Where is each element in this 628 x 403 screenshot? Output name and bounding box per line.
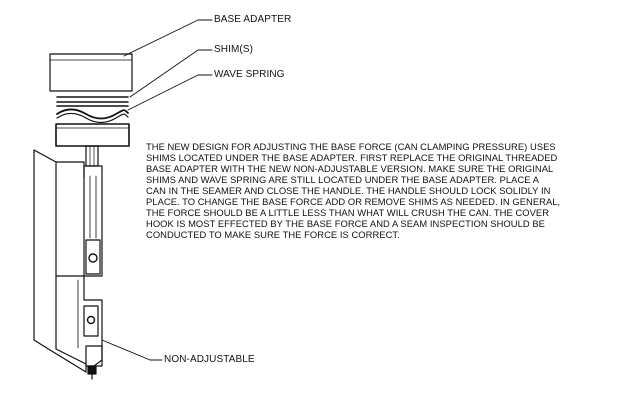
note-line: PLACE. TO CHANGE THE BASE FORCE ADD OR R… — [146, 196, 561, 207]
note-line: SHIMS AND WAVE SPRING ARE STILL LOCATED … — [146, 174, 540, 185]
note-line: HOOK IS MOST EFFECTED BY THE BASE FORCE … — [146, 218, 545, 229]
note-line: BASE ADAPTER WITH THE NEW NON-ADJUSTABLE… — [146, 163, 554, 174]
label-non-adjustable: NON-ADJUSTABLE — [164, 354, 255, 365]
wave-spring-part — [56, 108, 129, 120]
note-line: CONDUCTED TO MAKE SURE THE FORCE IS CORR… — [146, 229, 400, 240]
label-shims: SHIM(S) — [214, 44, 254, 55]
note-line: CAN IN THE SEAMER AND CLOSE THE HANDLE. … — [146, 185, 551, 196]
shaft-part — [85, 145, 99, 167]
frame-part — [33, 149, 103, 380]
base-adapter-part — [49, 53, 133, 92]
lower-disk-part — [55, 123, 130, 147]
note-line: THE FORCE SHOULD BE A LITTLE LESS THAN W… — [146, 207, 550, 218]
label-wave-spring: WAVE SPRING — [214, 69, 285, 80]
note-line: THE NEW DESIGN FOR ADJUSTING THE BASE FO… — [146, 141, 556, 152]
instruction-note: THE NEW DESIGN FOR ADJUSTING THE BASE FO… — [146, 141, 616, 240]
shims-part — [56, 96, 129, 107]
label-base-adapter: BASE ADAPTER — [214, 14, 292, 25]
leader-lines — [101, 19, 213, 361]
note-line: SHIMS LOCATED UNDER THE BASE ADAPTER. FI… — [146, 152, 558, 163]
